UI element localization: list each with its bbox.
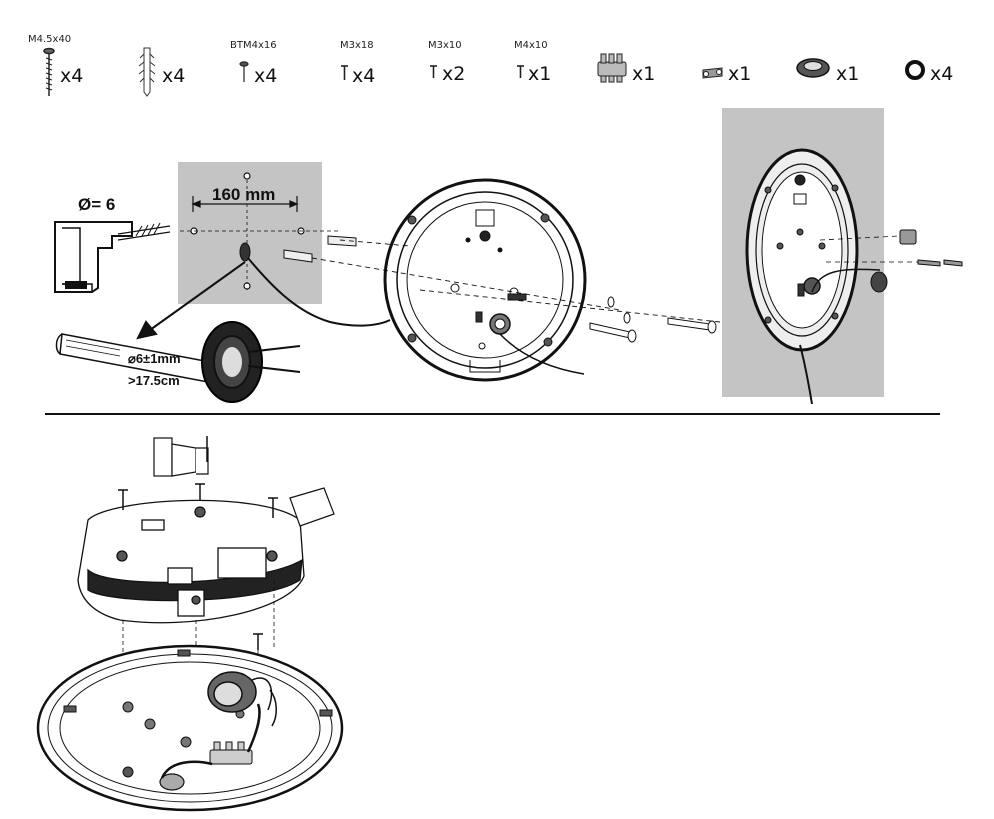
long-wood-screw-icon bbox=[43, 47, 55, 96]
part-wall-plug: x4 bbox=[138, 47, 185, 97]
step-electrical-assembly bbox=[36, 436, 344, 812]
part-qty: x4 bbox=[162, 65, 185, 87]
wall-section-icon bbox=[54, 221, 171, 293]
part-qty: x4 bbox=[254, 65, 277, 87]
gear-tray-icon bbox=[77, 499, 305, 624]
screw-icon bbox=[118, 483, 278, 650]
part-cable-clamp: x1 bbox=[702, 63, 751, 85]
assembly-guide-lines bbox=[311, 239, 721, 323]
part-code: M4.5x40 bbox=[28, 34, 71, 45]
part-washer: x4 bbox=[905, 60, 953, 85]
part-qty: x4 bbox=[352, 65, 375, 87]
part-code: M3x18 bbox=[340, 40, 374, 51]
lamp-holder-icon bbox=[207, 671, 277, 727]
mounted-hardware-icon bbox=[870, 229, 963, 293]
lamp-holder-detail-icon bbox=[153, 436, 209, 477]
label-card-icon bbox=[289, 487, 335, 527]
screw-icon bbox=[589, 296, 717, 343]
mounted-guide-lines bbox=[819, 235, 918, 263]
part-code: BTM4x16 bbox=[230, 40, 277, 51]
short-screw-icon bbox=[239, 61, 249, 82]
part-long-wood-screw: M4.5x40 x4 bbox=[28, 34, 83, 96]
cable-icon bbox=[239, 242, 391, 327]
terminal-block-icon bbox=[597, 53, 627, 83]
part-qty: x4 bbox=[60, 65, 83, 87]
cable-clamp-icon bbox=[702, 67, 723, 79]
step-wall-mounting: Ø= 6 160 mm bbox=[54, 108, 963, 405]
wall-plug-icon bbox=[283, 235, 357, 263]
base-plate-icon bbox=[383, 178, 587, 382]
part-qty: x1 bbox=[836, 63, 859, 85]
arrow-icon bbox=[136, 261, 246, 340]
diffuser-base-icon bbox=[36, 644, 344, 812]
washer-ring-icon bbox=[905, 60, 925, 80]
part-qty: x2 bbox=[442, 63, 465, 85]
part-qty: x1 bbox=[632, 63, 655, 85]
part-short-screw: BTM4x16 x4 bbox=[230, 40, 277, 87]
small-screw-icon bbox=[430, 65, 437, 78]
part-grommet: x1 bbox=[796, 58, 859, 85]
part-m4x10-screw: M4x10 x1 bbox=[514, 40, 551, 85]
part-qty: x4 bbox=[930, 63, 953, 85]
hole-diameter-label: Ø= 6 bbox=[78, 195, 115, 214]
mounting-surface bbox=[178, 162, 322, 304]
grommet-icon bbox=[796, 58, 830, 78]
machine-screw-icon bbox=[341, 65, 348, 80]
cable-length-label: >17.5cm bbox=[128, 373, 180, 388]
mounted-base-plate-icon bbox=[745, 148, 881, 405]
part-machine-screw: M3x18 x4 bbox=[340, 40, 375, 87]
parts-list: M4.5x40 x4 x4 BTM4x16 x4 bbox=[28, 34, 953, 97]
hole-spacing-label: 160 mm bbox=[212, 185, 275, 204]
part-code: M4x10 bbox=[514, 40, 548, 51]
part-terminal-block: x1 bbox=[597, 53, 655, 85]
cable-detail-icon bbox=[55, 321, 301, 403]
cable-diameter-label: ⌀6±1mm bbox=[128, 351, 181, 366]
part-m3x10-screw: M3x10 x2 bbox=[428, 40, 465, 85]
internal-wire-icon bbox=[160, 703, 261, 779]
wall-plug-icon bbox=[138, 47, 156, 97]
part-qty: x1 bbox=[528, 63, 551, 85]
part-code: M3x10 bbox=[428, 40, 462, 51]
terminal-block-icon bbox=[209, 741, 253, 765]
part-qty: x1 bbox=[728, 63, 751, 85]
mounting-hole-layout bbox=[180, 172, 340, 290]
small-screw-icon bbox=[517, 65, 524, 78]
